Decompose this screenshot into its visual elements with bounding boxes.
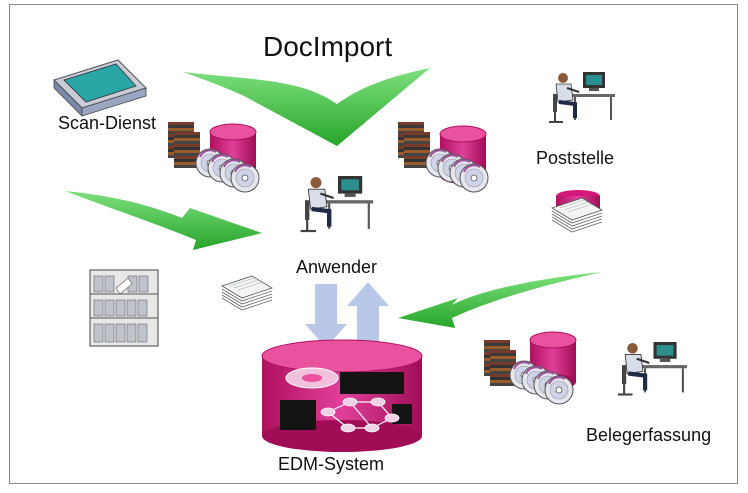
sync-arrows-icon	[305, 282, 389, 348]
arrow-left	[65, 191, 262, 250]
media-group-center	[398, 122, 489, 193]
scanner-icon	[53, 59, 147, 117]
media-group-scan	[168, 122, 260, 193]
person-anwender-icon	[301, 176, 374, 231]
filing-cabinet-icon	[89, 269, 159, 347]
paperstack-right-icon	[551, 190, 603, 233]
scan-dienst-label: Scan-Dienst	[58, 113, 157, 133]
diagram-frame	[9, 4, 738, 484]
anwender-label: Anwender	[296, 257, 378, 277]
arrow-top-center	[183, 68, 430, 146]
media-group-beleg	[484, 331, 577, 405]
edm-system-label: EDM-System	[278, 454, 385, 474]
paperstack-center-icon	[221, 275, 273, 311]
poststelle-label: Poststelle	[536, 148, 615, 168]
person-beleg-icon	[618, 342, 687, 395]
arrow-right	[398, 272, 602, 328]
belegerfassung-label: Belegerfassung	[586, 425, 712, 445]
diagram-title: DocImport	[263, 31, 393, 62]
edm-system-icon	[261, 339, 423, 452]
person-poststelle-icon	[547, 70, 617, 124]
